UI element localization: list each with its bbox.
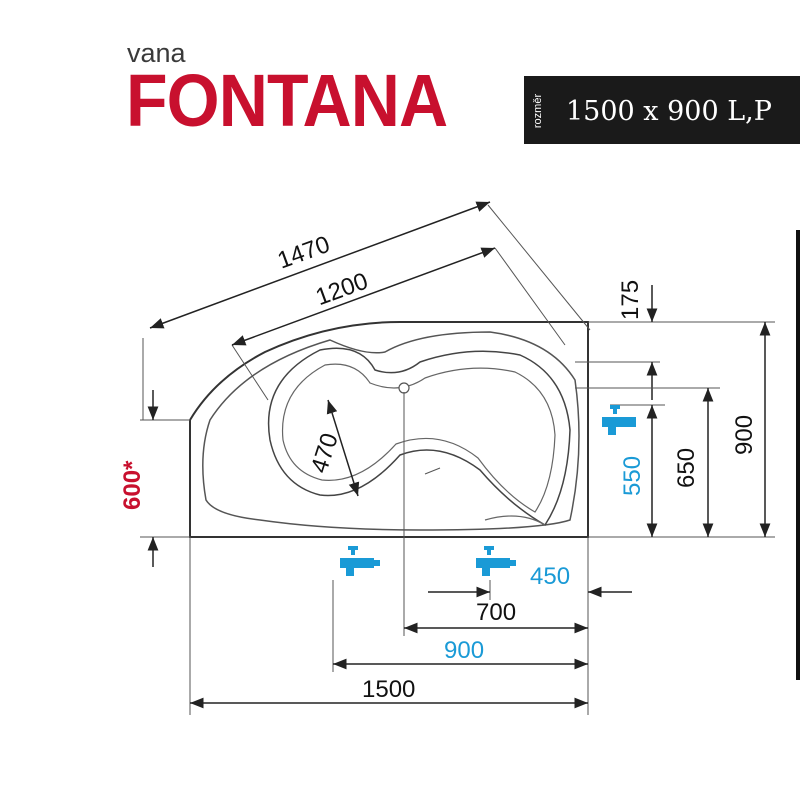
label-700: 700	[476, 599, 516, 626]
label-550: 550	[619, 456, 646, 496]
faucet-icon	[340, 546, 380, 576]
product-name: FONTANA	[126, 59, 448, 142]
dimension-470: 470	[306, 399, 360, 497]
size-value: 1500 x 900 L,P	[566, 96, 772, 127]
dimension-600: 600*	[119, 390, 190, 567]
label-650: 650	[673, 448, 700, 488]
label-900-horizontal: 900	[444, 637, 484, 664]
dimension-450: 450	[428, 563, 632, 598]
center-marker	[424, 467, 441, 475]
drain	[398, 382, 410, 394]
size-banner: rozměr 1500 x 900 L,P	[524, 76, 800, 144]
label-600: 600*	[119, 460, 146, 510]
tub-outline	[189, 321, 589, 538]
faucet-icon	[602, 405, 636, 435]
label-900-vertical: 900	[731, 415, 758, 455]
dimension-1470: 1470	[142, 201, 591, 420]
label-1500: 1500	[362, 676, 415, 703]
label-1470: 1470	[274, 231, 333, 275]
dimension-900-horizontal: 900	[333, 637, 588, 670]
label-450: 450	[530, 563, 570, 590]
tub-rim	[202, 331, 580, 531]
dimension-650: 650	[575, 387, 720, 537]
basin-outer	[267, 347, 571, 527]
label-470: 470	[306, 430, 344, 476]
dimension-175: 175	[575, 280, 775, 400]
product-type-label: vana	[127, 38, 186, 68]
right-edge-border	[796, 230, 800, 680]
basin-inner	[281, 363, 556, 513]
label-175: 175	[617, 280, 644, 320]
dimension-900-vertical: 900	[588, 322, 775, 538]
faucet-icon	[476, 546, 516, 576]
dimension-700: 700	[404, 599, 588, 634]
dimension-1500: 1500	[190, 676, 588, 709]
seat-line	[484, 515, 546, 526]
